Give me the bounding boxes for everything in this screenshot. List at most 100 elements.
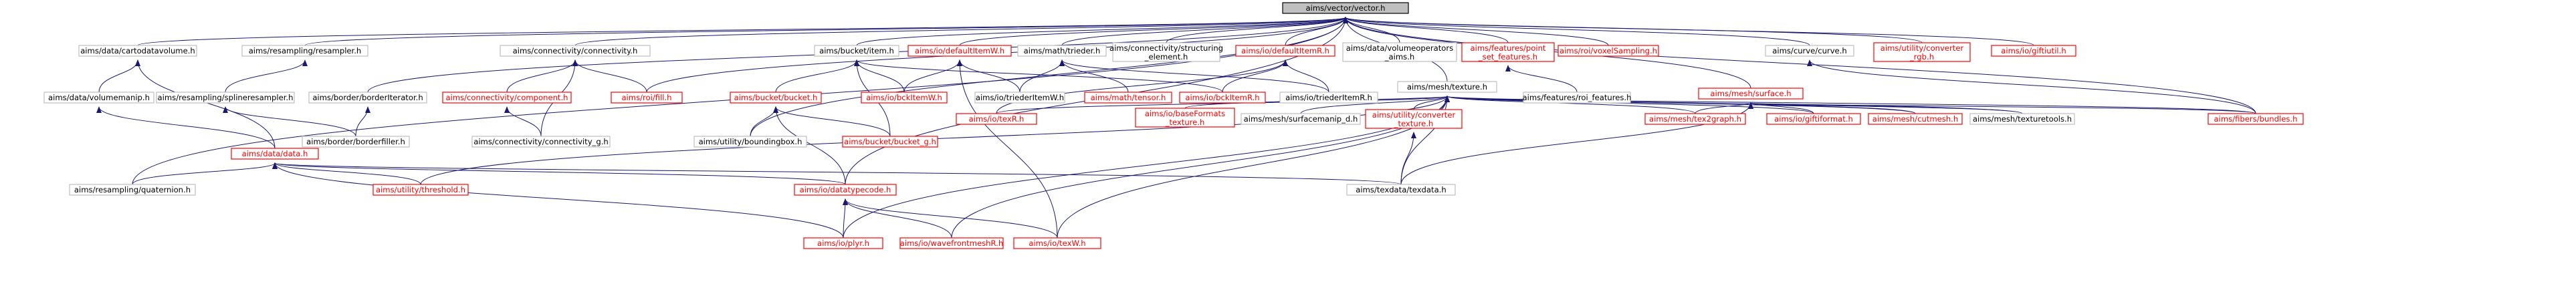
- node-box: [1282, 2, 1409, 14]
- edge-bucketitem-to-bucketbucket: [775, 59, 859, 93]
- node-connectivity[interactable]: aims/connectivity/connectivity.h: [500, 45, 651, 57]
- edge-vector-to-resampler: [304, 17, 1348, 46]
- edge-datadata-to-quaternion: [132, 162, 278, 185]
- node-label: aims/resampling/quaternion.h: [74, 185, 191, 194]
- edge-meshtexture-to-surfacemanip: [1300, 96, 1450, 114]
- node-tex2graph[interactable]: aims/mesh/tex2graph.h: [1644, 113, 1746, 125]
- node-label: aims/border/borderfiller.h: [306, 137, 405, 146]
- node-box: [693, 136, 807, 148]
- node-surfacemanip[interactable]: aims/mesh/surfacemanip_d.h: [1241, 113, 1361, 125]
- node-tensor[interactable]: aims/math/tensor.h: [1084, 92, 1172, 104]
- node-borderiterator[interactable]: aims/border/borderIterator.h: [308, 92, 427, 104]
- node-meshsurface[interactable]: aims/mesh/surface.h: [1698, 88, 1804, 100]
- node-texdata[interactable]: aims/texdata/texdata.h: [1346, 184, 1456, 196]
- edge-resampler-to-splineresampler: [225, 59, 308, 93]
- node-texW[interactable]: aims/io/texW.h: [1013, 237, 1101, 249]
- node-box: [794, 184, 897, 196]
- node-label: aims/resampling/splineresampler.h: [158, 93, 294, 102]
- node-cutmesh[interactable]: aims/mesh/cutmesh.h: [1868, 113, 1963, 125]
- node-structuring[interactable]: aims/connectivity/structuring_element.h: [1109, 42, 1223, 62]
- node-meshtexture[interactable]: aims/mesh/texture.h: [1397, 81, 1497, 93]
- node-label: aims/mesh/tex2graph.h: [1649, 114, 1741, 124]
- node-box: [803, 237, 883, 249]
- node-triederItemR[interactable]: aims/io/triederItemR.h: [1279, 92, 1378, 104]
- node-volumemanip[interactable]: aims/data/volumemanip.h: [43, 92, 154, 104]
- node-resampler[interactable]: aims/resampling/resampler.h: [241, 45, 368, 57]
- node-label: aims/connectivity/connectivity_g.h: [473, 137, 609, 146]
- node-label: aims/bucket/bucket_g.h: [844, 137, 936, 146]
- edge-vector-to-pointsetfeatures: [1343, 17, 1509, 43]
- edge-connectivity-to-roifill: [572, 59, 647, 93]
- edge-volumemanip-to-datadata: [96, 106, 276, 149]
- node-boundingbox[interactable]: aims/utility/boundingbox.h: [693, 136, 807, 148]
- node-box: [861, 92, 948, 104]
- node-texturetools[interactable]: aims/mesh/texturetools.h: [1969, 113, 2075, 125]
- edge-datatypecode-to-texW: [843, 198, 1058, 239]
- node-box: [2208, 113, 2304, 125]
- node-volumeoperators[interactable]: aims/data/volumeoperators_aims.h: [1342, 42, 1457, 62]
- node-label: aims/io/baseFormats: [1145, 109, 1225, 118]
- node-splineresampler[interactable]: aims/resampling/splineresampler.h: [156, 92, 295, 104]
- node-curve[interactable]: aims/curve/curve.h: [1765, 45, 1854, 57]
- node-label: aims/data/volumeoperators: [1346, 43, 1453, 53]
- node-label: aims/io/bckItemR.h: [1185, 93, 1259, 102]
- node-defaultItemW[interactable]: aims/io/defaultItemW.h: [907, 45, 1012, 57]
- node-component[interactable]: aims/connectivity/component.h: [442, 92, 572, 104]
- node-label: aims/io/bckItemW.h: [866, 93, 942, 102]
- node-box: [156, 92, 295, 104]
- node-bundles[interactable]: aims/fibers/bundles.h: [2208, 113, 2304, 125]
- node-trieder[interactable]: aims/math/trieder.h: [1017, 45, 1107, 57]
- edge-datatypecode-to-wavefront: [843, 198, 952, 239]
- node-bckItemR[interactable]: aims/io/bckItemR.h: [1179, 92, 1266, 104]
- node-box: [1135, 108, 1235, 128]
- node-box: [500, 45, 651, 57]
- edge-pointsetfeatures-to-roifeatures: [1505, 65, 1578, 93]
- node-bucketg[interactable]: aims/bucket/bucket_g.h: [842, 136, 938, 148]
- node-bucketbucket[interactable]: aims/bucket/bucket.h: [730, 92, 822, 104]
- edge-meshtexture-to-texturetools: [1444, 96, 2023, 114]
- node-threshold[interactable]: aims/utility/threshold.h: [372, 184, 469, 196]
- edge-meshtexture-to-texR: [996, 96, 1450, 114]
- node-roifill[interactable]: aims/roi/fill.h: [611, 92, 683, 104]
- node-label: aims/data/data.h: [242, 149, 308, 158]
- node-box: [1523, 92, 1631, 104]
- node-texR[interactable]: aims/io/texR.h: [956, 113, 1037, 125]
- edge-convertertexture-to-texdata: [1400, 132, 1416, 185]
- node-box: [372, 184, 469, 196]
- node-defaultItemR[interactable]: aims/io/defaultItemR.h: [1235, 45, 1335, 57]
- edge-cartodatavolume-to-datadata: [135, 59, 276, 149]
- node-borderfiller[interactable]: aims/border/borderfiller.h: [302, 136, 410, 148]
- node-voxelSampling[interactable]: aims/roi/voxelSampling.h: [1558, 45, 1659, 57]
- node-datadata[interactable]: aims/data/data.h: [231, 148, 319, 160]
- node-converterrgb[interactable]: aims/utility/converter_rgb.h: [1873, 42, 1971, 62]
- node-connectivityg[interactable]: aims/connectivity/connectivity_g.h: [471, 136, 611, 148]
- node-box: [231, 148, 319, 160]
- node-wavefront[interactable]: aims/io/wavefrontmeshR.h: [899, 237, 1004, 249]
- node-datatypecode[interactable]: aims/io/datatypecode.h: [794, 184, 897, 196]
- node-bucketitem[interactable]: aims/bucket/item.h: [814, 45, 899, 57]
- edge-trieder-to-triederItemR: [1059, 59, 1329, 93]
- node-box: [1017, 45, 1107, 57]
- node-roifeatures[interactable]: aims/features/roi_features.h: [1523, 92, 1632, 104]
- node-giftiutil[interactable]: aims/io/giftiutil.h: [1991, 45, 2076, 57]
- node-convertertexture[interactable]: aims/utility/converter_texture.h: [1365, 109, 1463, 129]
- node-label: aims/mesh/surfacemanip_d.h: [1244, 114, 1358, 124]
- node-bckItemW[interactable]: aims/io/bckItemW.h: [861, 92, 948, 104]
- node-box: [1873, 42, 1971, 62]
- node-box: [907, 45, 1012, 57]
- node-baseFormats[interactable]: aims/io/baseFormats_texture.h: [1135, 108, 1235, 128]
- node-box: [1179, 92, 1266, 104]
- node-triederItemW[interactable]: aims/io/triederItemW.h: [974, 92, 1065, 104]
- node-quaternion[interactable]: aims/resampling/quaternion.h: [69, 184, 196, 196]
- node-plyr[interactable]: aims/io/plyr.h: [803, 237, 883, 249]
- edge-vector-to-converterrgb: [1343, 17, 1923, 43]
- node-giftiformat[interactable]: aims/io/giftiformat.h: [1766, 113, 1861, 125]
- node-cartodatavolume[interactable]: aims/data/cartodatavolume.h: [78, 45, 197, 57]
- node-label: aims/math/trieder.h: [1024, 46, 1101, 55]
- node-label: aims/roi/fill.h: [621, 93, 671, 102]
- node-pointsetfeatures[interactable]: aims/features/point_set_features.h: [1461, 42, 1555, 62]
- node-label: aims/connectivity/component.h: [445, 93, 568, 102]
- node-box: [1868, 113, 1963, 125]
- edge-defaultItemW-to-triederItemW: [957, 59, 1021, 93]
